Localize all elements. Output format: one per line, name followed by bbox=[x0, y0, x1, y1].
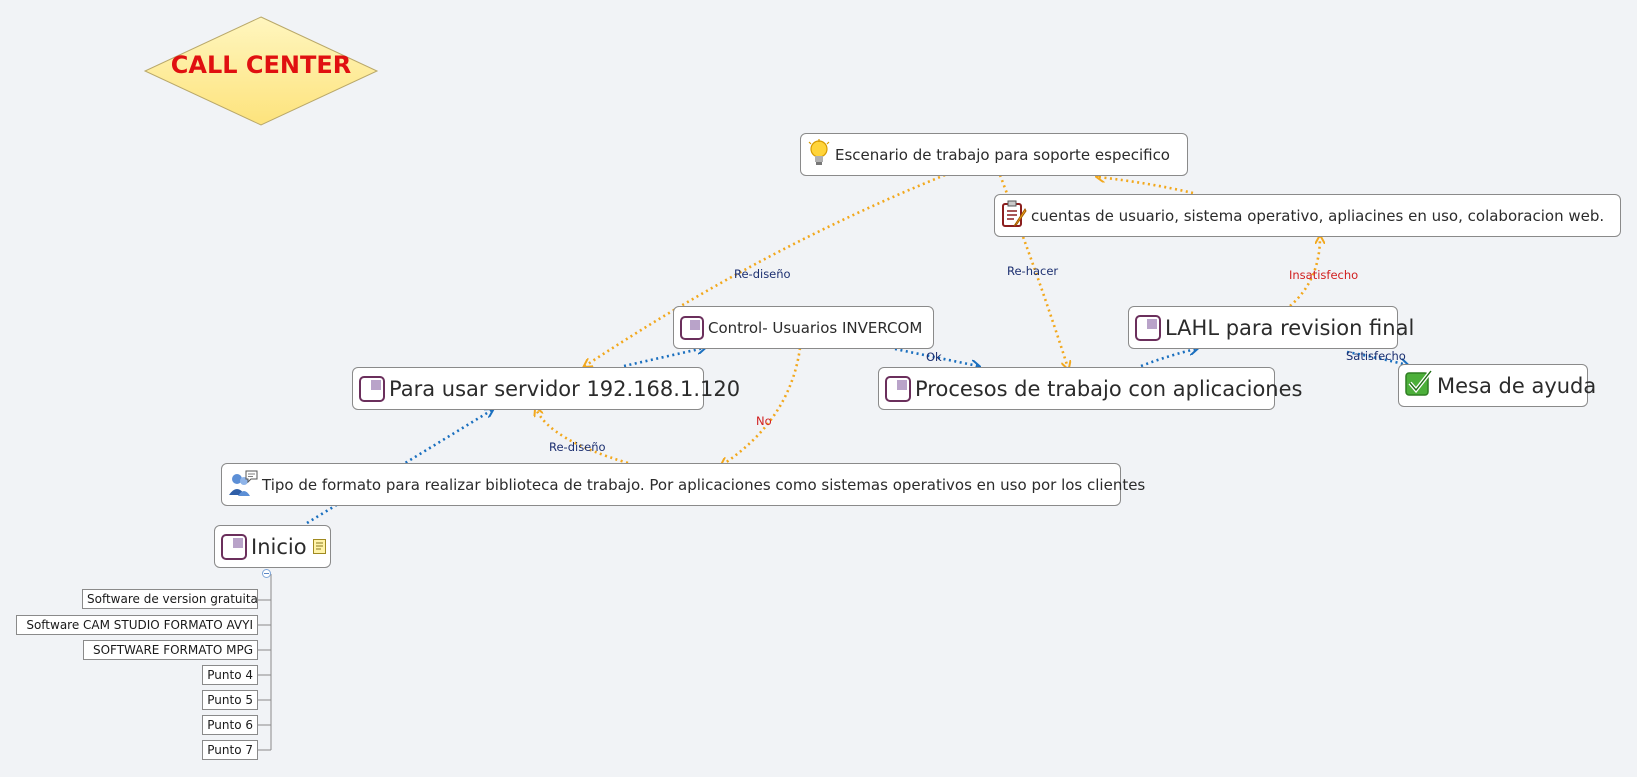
label-satisfecho: Satisfecho bbox=[1346, 349, 1406, 363]
subtopic-connectors bbox=[258, 574, 272, 751]
topic-servidor[interactable]: Para usar servidor 192.168.1.120 bbox=[352, 367, 740, 410]
title-diamond[interactable] bbox=[143, 16, 379, 126]
map-title: CALL CENTER bbox=[170, 51, 352, 79]
label-redisenio-bottom: Re-diseño bbox=[549, 440, 606, 454]
topic-lahl[interactable]: LAHL para revision final bbox=[1128, 306, 1414, 349]
topic-escenario-label: Escenario de trabajo para soporte especi… bbox=[835, 145, 1170, 164]
topic-servidor-label: Para usar servidor 192.168.1.120 bbox=[389, 376, 741, 401]
document-icon bbox=[359, 375, 385, 402]
link-lahl-to-mesa bbox=[1346, 350, 1407, 365]
topic-cuentas[interactable]: cuentas de usuario, sistema operativo, a… bbox=[994, 194, 1621, 237]
subtopic-item[interactable]: Punto 7 bbox=[202, 740, 258, 760]
link-cuentas-to-escenario bbox=[1098, 177, 1194, 195]
label-rehacer: Re-hacer bbox=[1007, 264, 1059, 278]
lightbulb-icon bbox=[807, 138, 831, 171]
topic-tipo-label: Tipo de formato para realizar biblioteca… bbox=[262, 475, 1146, 494]
topic-inicio[interactable]: Inicio bbox=[214, 525, 331, 568]
topic-tipo[interactable]: Tipo de formato para realizar biblioteca… bbox=[221, 463, 1145, 506]
subtopic-item[interactable]: Punto 5 bbox=[202, 690, 258, 710]
topic-mesa[interactable]: Mesa de ayuda bbox=[1398, 364, 1596, 407]
users-chat-icon bbox=[228, 469, 258, 501]
link-tipo-to-servidor bbox=[536, 409, 629, 465]
document-icon bbox=[221, 533, 247, 560]
subtopic-item[interactable]: Punto 6 bbox=[202, 715, 258, 735]
collapse-toggle[interactable] bbox=[262, 569, 271, 578]
label-redisenio-top: Re-diseño bbox=[734, 267, 791, 281]
document-icon bbox=[1135, 314, 1161, 341]
link-control-to-tipo bbox=[722, 347, 802, 465]
link-procesos-to-lahl bbox=[1140, 349, 1196, 368]
label-no: No bbox=[756, 414, 772, 428]
label-insatisfecho: Insatisfecho bbox=[1289, 268, 1359, 282]
subtopic-item[interactable]: Punto 4 bbox=[202, 665, 258, 685]
subtopic-item[interactable]: SOFTWARE FORMATO MPG bbox=[83, 640, 258, 660]
link-lahl-to-cuentas bbox=[1289, 237, 1320, 307]
green-checkbox-icon bbox=[1405, 369, 1433, 402]
subtopic-item[interactable]: Software CAM STUDIO FORMATO AVYI bbox=[16, 615, 258, 635]
topic-lahl-label: LAHL para revision final bbox=[1165, 315, 1415, 340]
subtopic-item[interactable]: Software de version gratuita bbox=[82, 589, 258, 609]
topic-mesa-label: Mesa de ayuda bbox=[1437, 373, 1597, 398]
document-icon bbox=[680, 315, 704, 340]
notepad-pencil-icon bbox=[1001, 199, 1027, 233]
topic-inicio-label: Inicio bbox=[251, 534, 307, 559]
topic-control[interactable]: Control- Usuarios INVERCOM bbox=[673, 306, 934, 349]
topic-cuentas-label: cuentas de usuario, sistema operativo, a… bbox=[1031, 206, 1605, 225]
topic-procesos-label: Procesos de trabajo con aplicaciones bbox=[915, 376, 1303, 401]
topic-escenario[interactable]: Escenario de trabajo para soporte especi… bbox=[800, 133, 1188, 176]
document-icon bbox=[885, 375, 911, 402]
link-servidor-to-control bbox=[623, 348, 704, 368]
topic-control-label: Control- Usuarios INVERCOM bbox=[708, 318, 923, 337]
note-icon[interactable] bbox=[312, 535, 326, 559]
label-ok: Ok bbox=[926, 350, 942, 364]
topic-procesos[interactable]: Procesos de trabajo con aplicaciones bbox=[878, 367, 1302, 410]
